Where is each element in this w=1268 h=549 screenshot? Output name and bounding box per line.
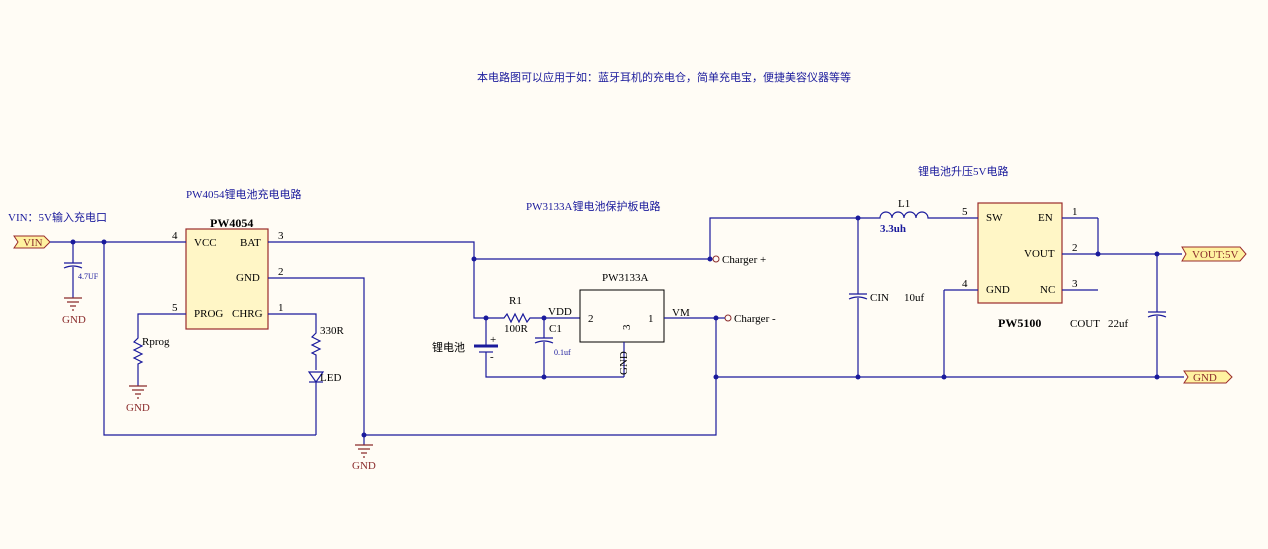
junction <box>541 374 547 380</box>
svg-text:1: 1 <box>648 313 654 325</box>
svg-text:5: 5 <box>172 302 178 314</box>
led-return-wire <box>103 242 316 436</box>
junction <box>1154 374 1160 380</box>
cin-capacitor: CIN 10uf <box>848 218 925 377</box>
charger-plus-terminal <box>712 255 720 263</box>
usage-note: 本电路图可以应用于如：蓝牙耳机的充电仓，简单充电宝，便捷美容仪器等等 <box>477 70 851 84</box>
pw3133a-name: PW3133A <box>602 272 649 284</box>
bat-wire <box>298 241 486 319</box>
r1-resistor: R1 100R VDD <box>486 295 590 335</box>
svg-text:1: 1 <box>278 302 284 314</box>
vin-section-title: VIN：5V输入充电口 <box>8 210 107 224</box>
svg-text:+: + <box>490 334 496 346</box>
svg-text:VCC: VCC <box>194 237 217 249</box>
svg-text:GND: GND <box>352 460 376 472</box>
gnd-symbol-2: GND <box>126 385 150 414</box>
svg-text:22uf: 22uf <box>1108 318 1129 330</box>
svg-text:330R: 330R <box>320 325 345 337</box>
input-capacitor: 4.7UF <box>63 242 99 298</box>
svg-text:VM: VM <box>672 307 690 319</box>
pw4054-gnd-wire <box>298 277 365 445</box>
led-resistor: 330R <box>298 313 345 370</box>
protect-section-title: PW3133A锂电池保护板电路 <box>526 199 660 213</box>
vout-port: VOUT:5V <box>1181 246 1247 262</box>
junction <box>941 374 947 380</box>
gnd-symbol-3: GND <box>352 444 376 472</box>
pw5100-chip: PW5100 SW EN VOUT GND NC 5 1 2 4 3 <box>944 202 1098 330</box>
svg-text:VDD: VDD <box>548 306 572 318</box>
vin-port: VIN <box>13 235 51 249</box>
svg-text:2: 2 <box>1072 242 1078 254</box>
svg-text:4: 4 <box>962 278 968 290</box>
svg-text:-: - <box>490 351 494 363</box>
l1-inductor: L1 3.3uh <box>858 198 950 235</box>
junction <box>713 315 719 321</box>
svg-text:GND: GND <box>236 272 260 284</box>
svg-text:COUT: COUT <box>1070 318 1100 330</box>
svg-text:3: 3 <box>621 324 633 330</box>
svg-text:2: 2 <box>278 266 284 278</box>
junction <box>855 374 861 380</box>
c1-capacitor: C1 0.1uf <box>534 318 571 377</box>
vout-port-label: VOUT:5V <box>1192 249 1239 261</box>
charge-section-title: PW4054锂电池充电电路 <box>186 187 302 201</box>
svg-text:3: 3 <box>1072 278 1078 290</box>
svg-text:5: 5 <box>962 206 968 218</box>
svg-text:BAT: BAT <box>240 237 261 249</box>
boost-section-title: 锂电池升压5V电路 <box>918 164 1008 178</box>
svg-text:SW: SW <box>986 212 1003 224</box>
svg-text:3: 3 <box>278 230 284 242</box>
pw4054-chip: PW4054 VCC BAT GND PROG CHRG 4 3 2 5 1 <box>160 216 298 330</box>
svg-text:Rprog: Rprog <box>142 336 170 348</box>
gnd-port-label: GND <box>1193 372 1217 384</box>
battery-label: 锂电池 <box>432 340 465 354</box>
svg-text:Charger +: Charger + <box>722 254 766 266</box>
svg-text:GND: GND <box>126 402 150 414</box>
svg-text:NC: NC <box>1040 284 1055 296</box>
led-diode: LED <box>307 371 341 435</box>
svg-text:10uf: 10uf <box>904 292 925 304</box>
gnd-symbol-1: GND <box>62 297 86 326</box>
svg-text:CHRG: CHRG <box>232 308 263 320</box>
svg-text:VOUT: VOUT <box>1024 248 1055 260</box>
junction <box>713 374 719 380</box>
charger-plus-wire <box>474 217 858 260</box>
charger-minus-return <box>364 318 717 436</box>
input-cap-value: 4.7UF <box>78 272 99 281</box>
junction <box>707 256 713 262</box>
svg-text:Charger -: Charger - <box>734 313 776 325</box>
gnd-port: GND <box>1183 370 1233 384</box>
svg-text:R1: R1 <box>509 295 522 307</box>
svg-text:GND: GND <box>618 351 630 375</box>
svg-text:0.1uf: 0.1uf <box>554 348 571 357</box>
svg-text:1: 1 <box>1072 206 1078 218</box>
svg-text:PROG: PROG <box>194 308 223 320</box>
rprog-resistor: Rprog <box>132 313 170 386</box>
svg-text:LED: LED <box>320 372 341 384</box>
svg-text:2: 2 <box>588 313 594 325</box>
battery: + - 锂电池 <box>432 315 624 378</box>
svg-text:EN: EN <box>1038 212 1053 224</box>
pw4054-name: PW4054 <box>210 216 253 230</box>
svg-text:C1: C1 <box>549 323 562 335</box>
charger-minus-terminal <box>724 314 732 322</box>
svg-text:L1: L1 <box>898 198 910 210</box>
svg-text:4: 4 <box>172 230 178 242</box>
svg-text:3.3uh: 3.3uh <box>880 223 906 235</box>
svg-text:GND: GND <box>986 284 1010 296</box>
vin-port-label: VIN <box>23 237 43 249</box>
cout-capacitor: COUT 22uf <box>1070 254 1167 377</box>
pw3133a-chip: PW3133A 2 1 3 GND VM <box>579 272 716 377</box>
svg-text:CIN: CIN <box>870 292 889 304</box>
svg-text:100R: 100R <box>504 323 529 335</box>
svg-text:GND: GND <box>62 314 86 326</box>
pw5100-name: PW5100 <box>998 316 1041 330</box>
